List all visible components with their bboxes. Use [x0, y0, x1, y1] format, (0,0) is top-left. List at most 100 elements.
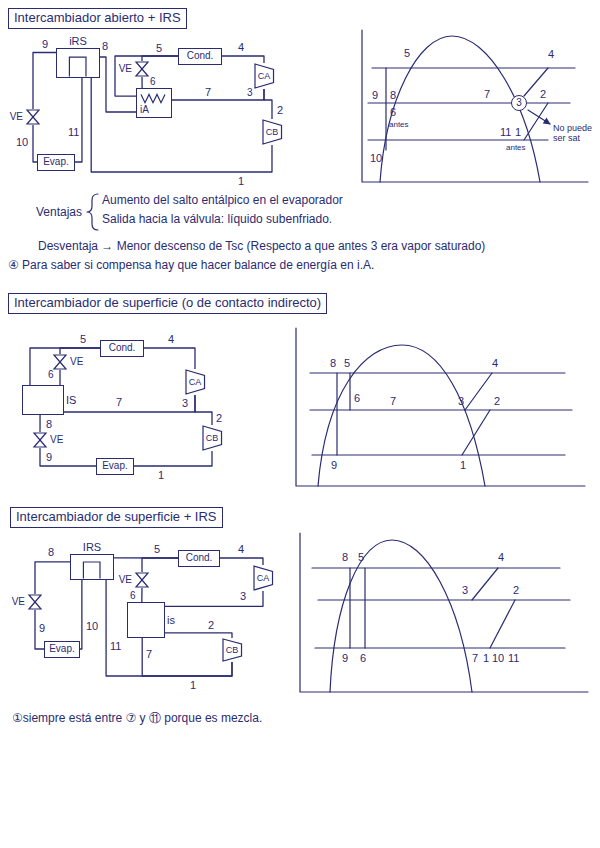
state-number: 5: [80, 333, 86, 346]
state-number: 6: [150, 76, 156, 88]
pressure-line: [315, 647, 565, 648]
state-number: 6: [354, 392, 360, 405]
component-label: CB: [266, 127, 279, 137]
pipe-line: [142, 56, 178, 61]
state-number: 7: [484, 88, 490, 101]
state-number: 7: [146, 648, 152, 661]
pipe-line: [75, 78, 82, 162]
state-circle: 3: [511, 95, 527, 111]
expansion-valve: VE: [135, 572, 149, 588]
state-number: 4: [492, 357, 498, 370]
state-number: 8: [48, 546, 54, 559]
component-label: iA: [140, 104, 149, 116]
pipe-line: [222, 56, 264, 63]
pipe-line: [40, 448, 96, 466]
state-number: 5: [404, 47, 410, 60]
component-label: Cond.: [109, 342, 136, 354]
component-label: CB: [226, 645, 239, 655]
state-number: 4: [498, 551, 504, 564]
compressor-outline: [255, 64, 274, 88]
pipe-line: [64, 395, 195, 412]
state-number: 4: [548, 48, 554, 61]
valve-symbol: [27, 110, 39, 124]
component-label: Evap.: [102, 460, 128, 472]
compression-line: [472, 568, 498, 600]
pipe-line: [60, 348, 100, 354]
component-label: IRS: [83, 541, 101, 554]
component-label: iRS: [69, 35, 87, 48]
pressure-line: [318, 599, 570, 600]
state-number: 1: [158, 469, 164, 482]
leader-arrow: [528, 110, 550, 124]
shape-outline: [28, 594, 42, 610]
state-number: 6: [130, 590, 136, 602]
compression-line: [465, 373, 492, 410]
pipe-line: [39, 415, 40, 432]
state-number: 1: [238, 175, 244, 188]
state-number: 1: [190, 679, 196, 692]
axes: [362, 30, 588, 182]
component-box: Evap.: [96, 458, 134, 475]
pressure-line: [368, 102, 570, 103]
component-box: is: [127, 602, 165, 638]
component-label: 3: [516, 97, 522, 109]
exchanger-tube: [69, 57, 86, 76]
component-box: Cond.: [100, 340, 144, 357]
title-text: Intercambiador de superficie + IRS: [16, 510, 217, 525]
note-text: Aumento del salto entálpico en el evapor…: [102, 194, 343, 208]
state-number: 11: [68, 126, 79, 139]
pipe-line: [30, 348, 100, 385]
pipe-line: [142, 638, 232, 676]
shape-outline: [33, 432, 47, 448]
component-box: Cond.: [178, 550, 220, 567]
state-number: 5: [358, 551, 364, 564]
state-number: 9: [42, 38, 48, 51]
component-label: VE: [50, 434, 63, 446]
state-number: 3: [247, 87, 253, 99]
state-number: 7: [205, 86, 211, 99]
pressure-line: [372, 67, 575, 68]
state-number: 9: [331, 459, 337, 472]
valve-symbol: [136, 62, 148, 76]
pressure-line: [310, 409, 572, 410]
pipe-line: [264, 89, 272, 119]
state-number: 4: [238, 543, 244, 556]
component-label: CA: [189, 377, 202, 387]
ph-diagram-2: [296, 328, 585, 486]
pipes: [30, 53, 272, 677]
compressor-symbol: CB: [202, 425, 223, 451]
compressor-outline: [263, 120, 282, 144]
compressor-outline: [186, 370, 205, 394]
annotation: No puede ser sat: [553, 124, 595, 144]
state-number: 11: [500, 126, 511, 139]
pipe-line: [141, 588, 142, 602]
ph-diagram-1: [362, 30, 588, 182]
coil-symbol: [141, 94, 165, 102]
pipe-line: [134, 451, 212, 466]
valve-symbol: [34, 433, 46, 447]
component-label: CB: [206, 433, 219, 443]
component-label: IS: [66, 394, 76, 407]
pipe-line: [220, 558, 263, 565]
compressor-symbol: CA: [253, 565, 274, 591]
pressure-line: [312, 454, 565, 455]
heat-exchanger: iRS: [56, 48, 100, 78]
expansion-line: [336, 373, 337, 455]
pipe-line: [80, 580, 82, 649]
component-label: Cond.: [187, 50, 214, 62]
brace-group: [87, 194, 98, 230]
annotation: antes: [506, 143, 526, 152]
brace: [87, 194, 98, 230]
compressor-outline: [223, 639, 242, 661]
state-number: 9: [342, 652, 348, 665]
note-text: ①siempre está entre ⑦ y ⑪ porque es mezc…: [12, 712, 262, 726]
expansion-line: [349, 373, 350, 410]
component-label: VE: [70, 356, 83, 368]
exchanger-tube: [83, 562, 100, 578]
pressure-line: [368, 139, 548, 140]
expansion-valve: VE: [26, 109, 40, 125]
state-number: 7: [390, 395, 396, 408]
valve-symbol: [136, 573, 148, 587]
shape-outline: [53, 354, 67, 370]
annotation: antes: [389, 120, 409, 129]
